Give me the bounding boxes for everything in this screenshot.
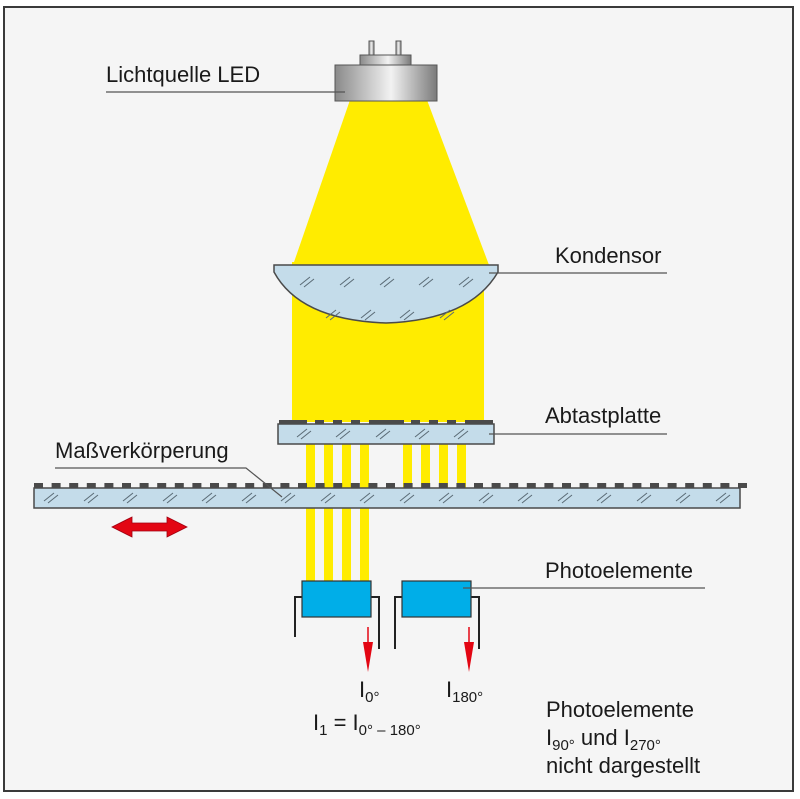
grating-line [280,483,290,488]
grating-line [51,483,61,488]
led-pin [368,40,375,56]
grating-line [632,483,642,488]
light-stripe [324,508,333,581]
photocell-180deg [394,580,480,672]
light-stripes [306,444,466,581]
grating-line [139,483,149,488]
light-stripe [324,444,333,488]
grating-line [86,483,96,488]
signal-formula: I1 = I0° – 180° [313,710,421,739]
grating-line [544,483,554,488]
led-light-source [334,40,438,102]
led-cap [359,54,412,66]
grating-line [597,483,607,488]
light-stripe [421,444,430,488]
leader-scale [55,467,283,498]
light-stripe [342,444,351,488]
grating-line [298,483,307,488]
grating-line [456,483,466,488]
grating-line [351,420,360,424]
grating-line [174,483,184,488]
grating-line [279,420,307,424]
grating-line [69,483,79,488]
grating-line [333,483,343,488]
note-line-2: I90° und I270° [546,725,661,754]
light-cone [293,100,489,265]
grating-line [350,483,360,488]
grating-line [122,483,131,488]
label-photocells: Photoelemente [545,558,693,583]
grating-line [562,483,571,488]
grating-line [245,483,255,488]
grating-line [210,483,219,488]
grating-line [447,420,456,424]
grating-line [34,483,43,488]
grating-line [315,483,325,488]
led-pin [395,40,402,56]
grating-line [429,420,438,424]
label-scale: Maßverkörperung [55,438,229,463]
grating-line [421,483,431,488]
grating-line [333,420,342,424]
grating-line [738,483,747,488]
light-stripe [306,508,315,581]
photocell-0deg [294,580,380,672]
grating-line [438,483,448,488]
grating-line [491,483,501,488]
grating-line [614,483,624,488]
label-scanning-reticle: Abtastplatte [545,403,661,428]
condenser-lens [273,264,499,324]
grating-line [579,483,589,488]
grating-line [315,420,324,424]
grating-line [526,483,536,488]
grating-line [667,483,677,488]
grating-line [411,420,420,424]
signal-arrow-icon [464,642,474,672]
light-stripe [360,508,369,581]
grating-line [104,483,114,488]
grating-line [685,483,695,488]
light-stripe [439,444,448,488]
grating-line [465,420,493,424]
grating-line [720,483,730,488]
note-line-1: Photoelemente [546,697,694,722]
leader-lines [55,91,705,589]
light-stripe [360,444,369,488]
grating-line [702,483,712,488]
grating-line [192,483,202,488]
motion-double-arrow [111,516,188,538]
light-stripe [342,508,351,581]
light-stripe [403,444,412,488]
grating-line [368,483,378,488]
grating-line [227,483,237,488]
signal-label-i180: I180° [446,677,483,706]
scale-grating [33,483,747,509]
grating-line [650,483,659,488]
label-condenser: Kondensor [555,243,661,268]
label-light-source: Lichtquelle LED [106,62,260,87]
light-stripe [457,444,466,488]
grating-line [509,483,519,488]
grating-line [474,483,483,488]
signal-label-i0: I0° [359,677,379,706]
grating-line [369,420,404,424]
signal-arrow-icon [363,642,373,672]
scanning-reticle [277,420,495,445]
grating-line [386,483,395,488]
led-body [334,64,438,102]
grating-line [157,483,167,488]
note-line-3: nicht dargestellt [546,753,700,778]
light-stripe [306,444,315,488]
grating-line [403,483,413,488]
